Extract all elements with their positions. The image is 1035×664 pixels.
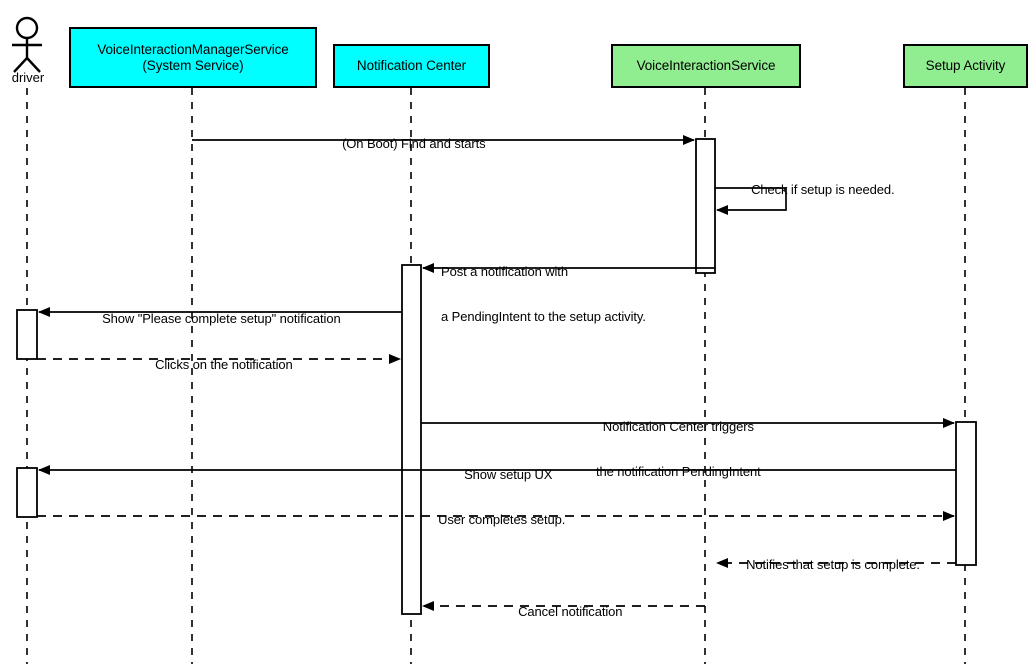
actor-driver-icon <box>12 16 42 73</box>
message-label-check-if-setup-is-needed: Check if setup is needed. <box>737 167 895 212</box>
message-label-show-setup-ux: Show setup UX <box>450 452 552 497</box>
activation-driver-2 <box>16 467 38 518</box>
message-label-line: Show setup UX <box>464 467 553 482</box>
message-label-cancel-notification: Cancel notification <box>504 589 622 634</box>
participant-label-voice-interaction-service: VoiceInteractionService <box>636 58 776 74</box>
participant-box-voice-interaction-service[interactable]: VoiceInteractionService <box>611 44 801 88</box>
participant-label-setup-activity: Setup Activity <box>925 58 1006 74</box>
message-label-user-completes-setup: User completes setup. <box>424 497 565 542</box>
participant-box-vims[interactable]: VoiceInteractionManagerService (System S… <box>69 27 317 88</box>
participant-label-notification-center: Notification Center <box>356 58 467 74</box>
activation-notification-center-1 <box>401 264 422 615</box>
message-label-line: Clicks on the notification <box>155 357 293 372</box>
message-label-clicks-on-the-notification: Clicks on the notification <box>141 342 293 387</box>
participant-label-vims-line2: (System Service) <box>142 57 244 73</box>
activation-bars <box>16 138 977 615</box>
participant-box-notification-center[interactable]: Notification Center <box>333 44 490 88</box>
message-label-line: Notification Center triggers <box>602 419 754 434</box>
message-label-on-boot-find-and-starts: (On Boot) Find and starts <box>328 121 486 166</box>
activation-voice-interaction-service-1 <box>695 138 716 274</box>
message-label-line: (On Boot) Find and starts <box>342 136 486 151</box>
message-label-line: Notifies that setup is complete. <box>746 557 920 572</box>
message-label-notification-center-triggers-pendingintent: Notification Center triggers the notific… <box>596 389 761 509</box>
participant-label-driver: driver <box>0 70 56 85</box>
message-label-line: Post a notification with <box>441 264 568 279</box>
message-label-notifies-that-setup-is-complete: Notifies that setup is complete. <box>732 542 920 587</box>
message-label-post-a-notification: Post a notification with a PendingIntent… <box>441 234 646 354</box>
message-arrow-check-if-setup-is-needed <box>715 187 787 215</box>
message-label-line: Check if setup is needed. <box>751 182 895 197</box>
message-label-line: the notification PendingIntent <box>596 464 761 479</box>
participant-label-driver-text: driver <box>11 70 45 85</box>
message-label-line: Cancel notification <box>518 604 623 619</box>
message-label-line: a PendingIntent to the setup activity. <box>441 309 646 324</box>
activation-setup-activity-1 <box>955 421 977 566</box>
participant-label-vims-line1: VoiceInteractionManagerService <box>97 42 289 57</box>
message-label-line: Show "Please complete setup" notificatio… <box>102 311 341 326</box>
message-label-line: User completes setup. <box>438 512 566 527</box>
participant-label-vims: VoiceInteractionManagerService (System S… <box>97 42 288 73</box>
activation-driver-1 <box>16 309 38 360</box>
participant-box-setup-activity[interactable]: Setup Activity <box>903 44 1028 88</box>
message-label-show-please-complete-setup-notification: Show "Please complete setup" notificatio… <box>88 296 341 341</box>
